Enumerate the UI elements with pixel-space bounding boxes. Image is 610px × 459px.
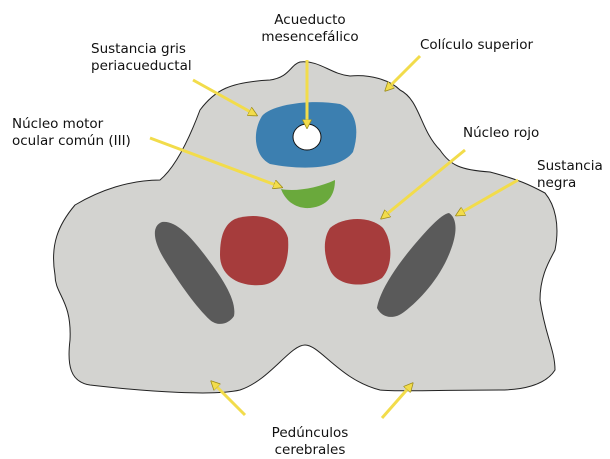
label-sustancia-gris-line2: periacueductal [91, 58, 192, 75]
label-pedunculos-line2: cerebrales [250, 442, 370, 459]
red-nucleus-left [220, 216, 288, 285]
label-nucleo-motor-line2: ocular común (III) [12, 133, 131, 150]
label-sustancia-gris-line1: Sustancia gris [91, 41, 192, 58]
label-coliculo-line1: Colículo superior [420, 37, 533, 54]
label-nucleo-motor: Núcleo motor ocular común (III) [12, 116, 131, 150]
label-acueducto: Acueducto mesencefálico [255, 12, 365, 46]
label-pedunculos-line1: Pedúnculos [250, 425, 370, 442]
red-nucleus-right [325, 219, 391, 285]
label-acueducto-line1: Acueducto [255, 12, 365, 29]
arrow-coliculo [386, 56, 420, 90]
label-nucleo-rojo: Núcleo rojo [463, 125, 539, 142]
label-acueducto-line2: mesencefálico [255, 29, 365, 46]
label-nucleo-motor-line1: Núcleo motor [12, 116, 131, 133]
cerebral-aqueduct [293, 124, 321, 150]
label-nucleo-rojo-line1: Núcleo rojo [463, 125, 539, 142]
label-sustancia-negra: Sustancia negra [537, 158, 603, 192]
label-sustancia-negra-line1: Sustancia [537, 158, 603, 175]
label-coliculo: Colículo superior [420, 37, 533, 54]
label-sustancia-gris: Sustancia gris periacueductal [91, 41, 192, 75]
label-sustancia-negra-line2: negra [537, 175, 603, 192]
